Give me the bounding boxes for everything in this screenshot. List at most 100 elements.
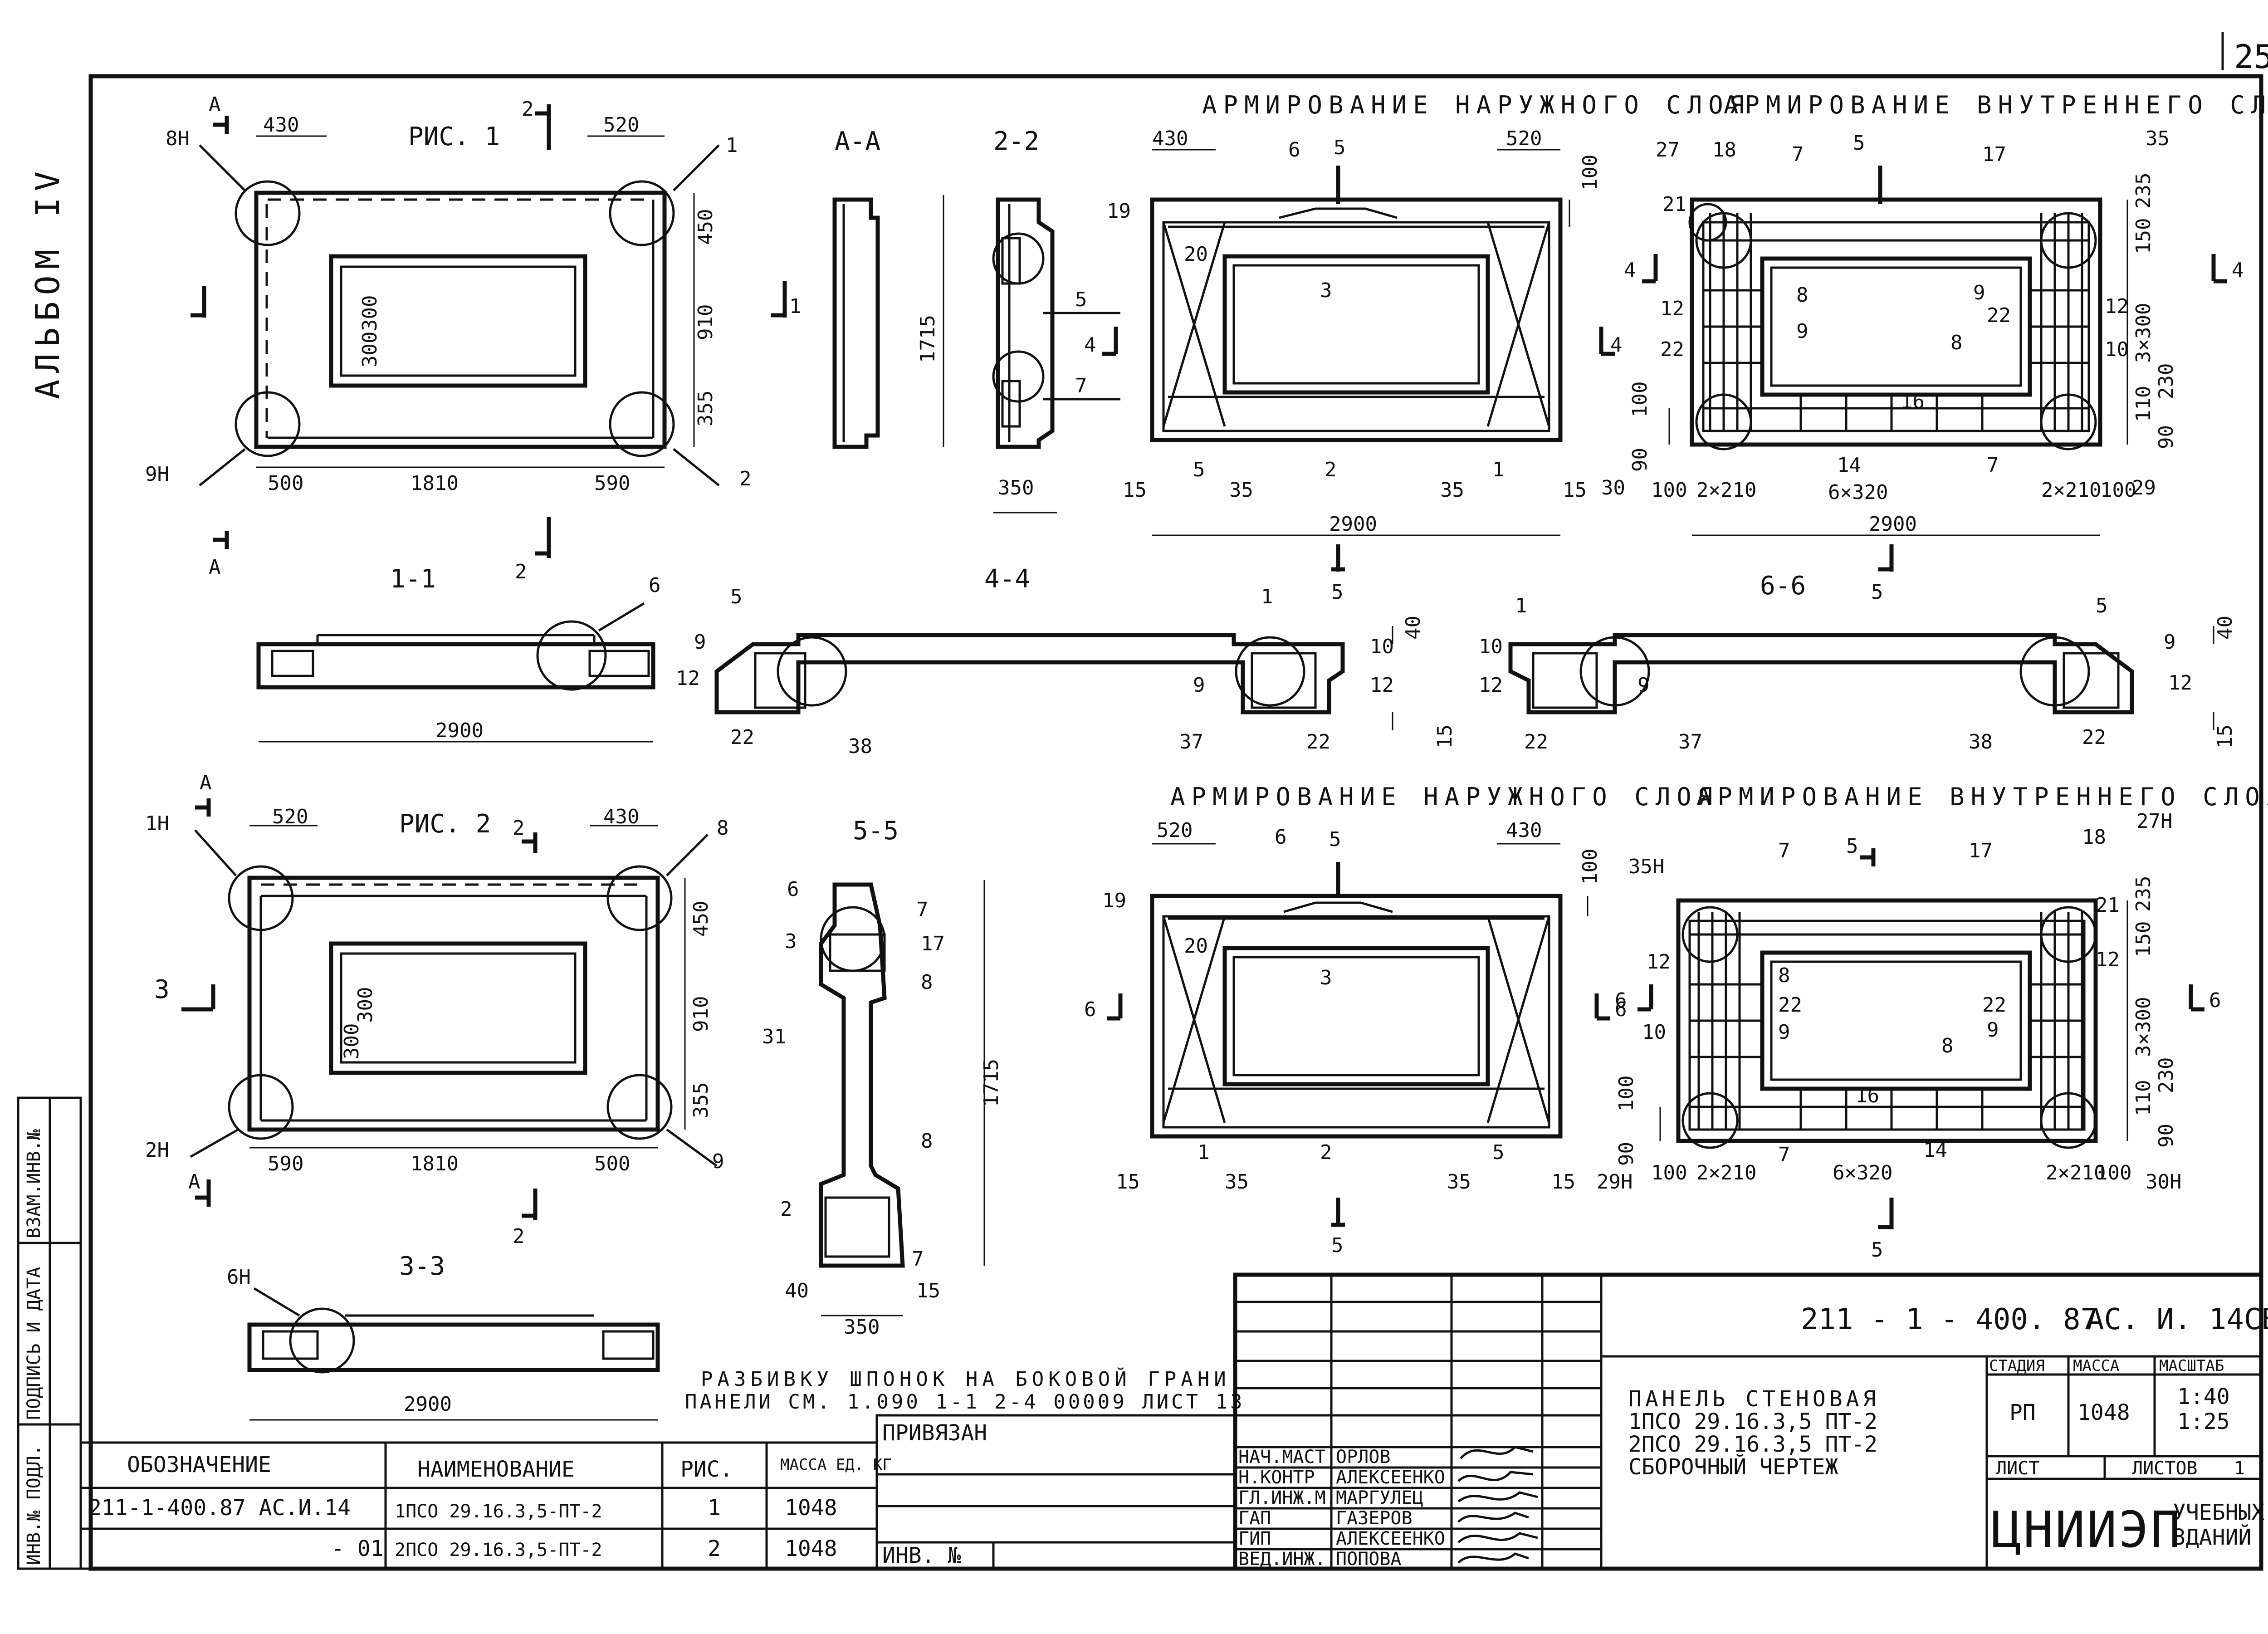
- inner2-right-dim-4: 230: [2155, 1057, 2178, 1093]
- outer2-top-dim-2: 430: [1506, 819, 1542, 842]
- sheets-count: 1: [2234, 1458, 2245, 1479]
- outer1-side-dim: 100: [1579, 155, 1602, 191]
- sign-name-4: ГАЗЕРОВ: [1336, 1508, 1413, 1529]
- inner2-callout-5: 5: [1846, 835, 1858, 858]
- fig2-right-dim-2: 910: [689, 996, 713, 1032]
- section-44-callout-9: 9: [694, 631, 706, 654]
- section-44-drawing: [714, 626, 1393, 730]
- fig1-callout-9n: 9Н: [145, 463, 169, 486]
- outer1-bottom-dim-3: 35: [1440, 479, 1464, 502]
- inv-no-label: ИНВ. №: [882, 1543, 961, 1568]
- album-label: АЛЬБОМ IV: [29, 165, 67, 399]
- section-11-length: 2900: [435, 719, 484, 742]
- spec-row1-name: 1ПСО 29.16.3,5-ПТ-2: [395, 1501, 602, 1522]
- fig2-right-dim-1: 450: [689, 901, 713, 937]
- inner1-title: АРМИРОВАНИЕ ВНУТРЕННЕГО СЛОЯ: [1724, 91, 2268, 119]
- inner1-callout-21: 21: [1662, 193, 1686, 216]
- sign-role-6: ВЕД.ИНЖ.: [1238, 1549, 1326, 1570]
- section-66-callout-12: 12: [1479, 674, 1503, 697]
- figure-1-plan: [191, 104, 787, 558]
- outer2-callout-1: 1: [1198, 1141, 1210, 1164]
- section-66-callout-22: 22: [1524, 730, 1548, 753]
- mass-value: 1048: [2077, 1400, 2130, 1425]
- inner2-callout-21: 21: [2096, 894, 2120, 917]
- inner1-callout-8: 8: [1796, 284, 1809, 307]
- stage-value: РП: [2009, 1400, 2036, 1425]
- inner1-mark-4-left: 4: [1624, 259, 1636, 282]
- outer1-bottom-dim-2: 35: [1229, 479, 1253, 502]
- fig1-title: РИС. 1: [408, 122, 500, 152]
- section-33-drawing: [247, 1287, 660, 1421]
- section-44-callout-12b: 12: [1370, 674, 1394, 697]
- org-sub-1: УЧЕБНЫХ: [2173, 1500, 2264, 1525]
- inner1-callout-8b: 8: [1950, 331, 1963, 354]
- fig2-callout-9: 9: [712, 1150, 724, 1173]
- inner1-callout-22: 22: [1660, 338, 1684, 361]
- inner2-callout-16: 16: [1855, 1084, 1879, 1107]
- left-stamp-strip: ИНВ.№ ПОДЛ. ПОДПИСЬ И ДАТА ВЗАМ.ИНВ.№: [17, 1096, 82, 1570]
- inner2-callout-27n: 27Н: [2136, 810, 2172, 833]
- spec-row2-designation: - 01: [331, 1536, 384, 1561]
- spec-row2-mass: 1048: [785, 1536, 837, 1561]
- outer2-mark-6-right: 6: [1615, 998, 1627, 1021]
- fig1-callout-1: 1: [726, 134, 738, 157]
- page-number: 25: [2234, 38, 2268, 76]
- inner2-bottom-dim-5: 100: [2096, 1161, 2131, 1184]
- inner1-bottom-dim-2: 2×210: [1696, 479, 1756, 502]
- inner1-callout-7b: 7: [1987, 454, 1999, 477]
- outer1-mark-4-left: 4: [1084, 333, 1096, 357]
- outer1-callout-3: 3: [1320, 279, 1332, 302]
- fig1-mark-2-bottom: 2: [515, 560, 527, 583]
- section-55-callout-7b: 7: [912, 1248, 924, 1271]
- spec-row2-fig: 2: [708, 1536, 721, 1561]
- section-22-callout-5: 5: [1075, 288, 1087, 311]
- section-44-dim-15: 15: [1433, 724, 1457, 749]
- section-44-callout-37: 37: [1179, 730, 1203, 753]
- outer1-callout-5: 5: [1334, 136, 1346, 159]
- inner2-callout-9: 9: [1778, 1021, 1790, 1044]
- fig2-bottom-dim-2: 1810: [411, 1152, 459, 1175]
- spec-row1-mass: 1048: [785, 1495, 837, 1521]
- fig2-mark-2-bottom: 2: [513, 1225, 525, 1248]
- doc-title-line-1: ПАНЕЛЬ СТЕНОВАЯ: [1628, 1386, 1879, 1412]
- note-line-1: РАЗБИВКУ ШПОНОК НА БОКОВОЙ ГРАНИ: [701, 1367, 1231, 1391]
- outer2-bottom-dim-1: 15: [1116, 1170, 1140, 1194]
- outer2-callout-3: 3: [1320, 966, 1332, 989]
- doc-title-line-4: СБОРОЧНЫЙ ЧЕРТЕЖ: [1628, 1454, 1838, 1480]
- section-22-drawing: [943, 195, 1120, 514]
- fig2-mark-a: А: [200, 771, 212, 794]
- inner1-right-dim-4: 230: [2155, 363, 2178, 399]
- section-11-drawing: [256, 602, 655, 743]
- outer1-callout-5b: 5: [1193, 458, 1205, 481]
- fig1-bottom-dim-3: 590: [594, 472, 630, 495]
- section-44-callout-38: 38: [848, 735, 872, 758]
- fig2-right-dim-3: 355: [689, 1082, 713, 1118]
- sign-name-6: ПОПОВА: [1336, 1549, 1402, 1570]
- outer1-callout-1: 1: [1492, 458, 1505, 481]
- fig2-top-dim-1: 520: [272, 805, 308, 828]
- outer1-top-dim-2: 520: [1506, 127, 1542, 150]
- inner2-left-dim-2: 90: [1615, 1142, 1638, 1166]
- fig1-mark-a: А: [209, 93, 221, 116]
- inner1-bottom-dim-1: 100: [1651, 479, 1687, 502]
- fig1-top-dim-1: 430: [263, 113, 299, 137]
- inner1-bottom-dim-3: 6×320: [1828, 481, 1888, 504]
- inner2-callout-14: 14: [1923, 1139, 1947, 1162]
- inner2-callout-30n: 30Н: [2146, 1170, 2181, 1194]
- outer2-callout-20: 20: [1184, 934, 1208, 958]
- inner2-right-dim-5: 110: [2132, 1080, 2155, 1116]
- fig2-mark-3: 3: [154, 975, 170, 1004]
- inner1-callout-12b: 12: [2105, 295, 2129, 318]
- sign-name-3: МАРГУЛЕЦ: [1336, 1487, 1423, 1508]
- section-55-callout-8: 8: [921, 971, 933, 994]
- section-66-callout-9b: 9: [2164, 631, 2176, 654]
- fig1-top-dim-2: 520: [603, 113, 639, 137]
- inner1-mark-4-right: 4: [2232, 259, 2244, 282]
- section-66-dim-15: 15: [2214, 724, 2237, 749]
- section-55-height: 1715: [980, 1059, 1003, 1107]
- org-sub-2: ЗДАНИЙ: [2173, 1524, 2251, 1550]
- section-44-callout-9b: 9: [1193, 674, 1205, 697]
- outer2-callout-6: 6: [1275, 826, 1287, 849]
- section-44-callout-22b: 22: [1306, 730, 1330, 753]
- inner1-callout-22b: 22: [1987, 304, 2011, 327]
